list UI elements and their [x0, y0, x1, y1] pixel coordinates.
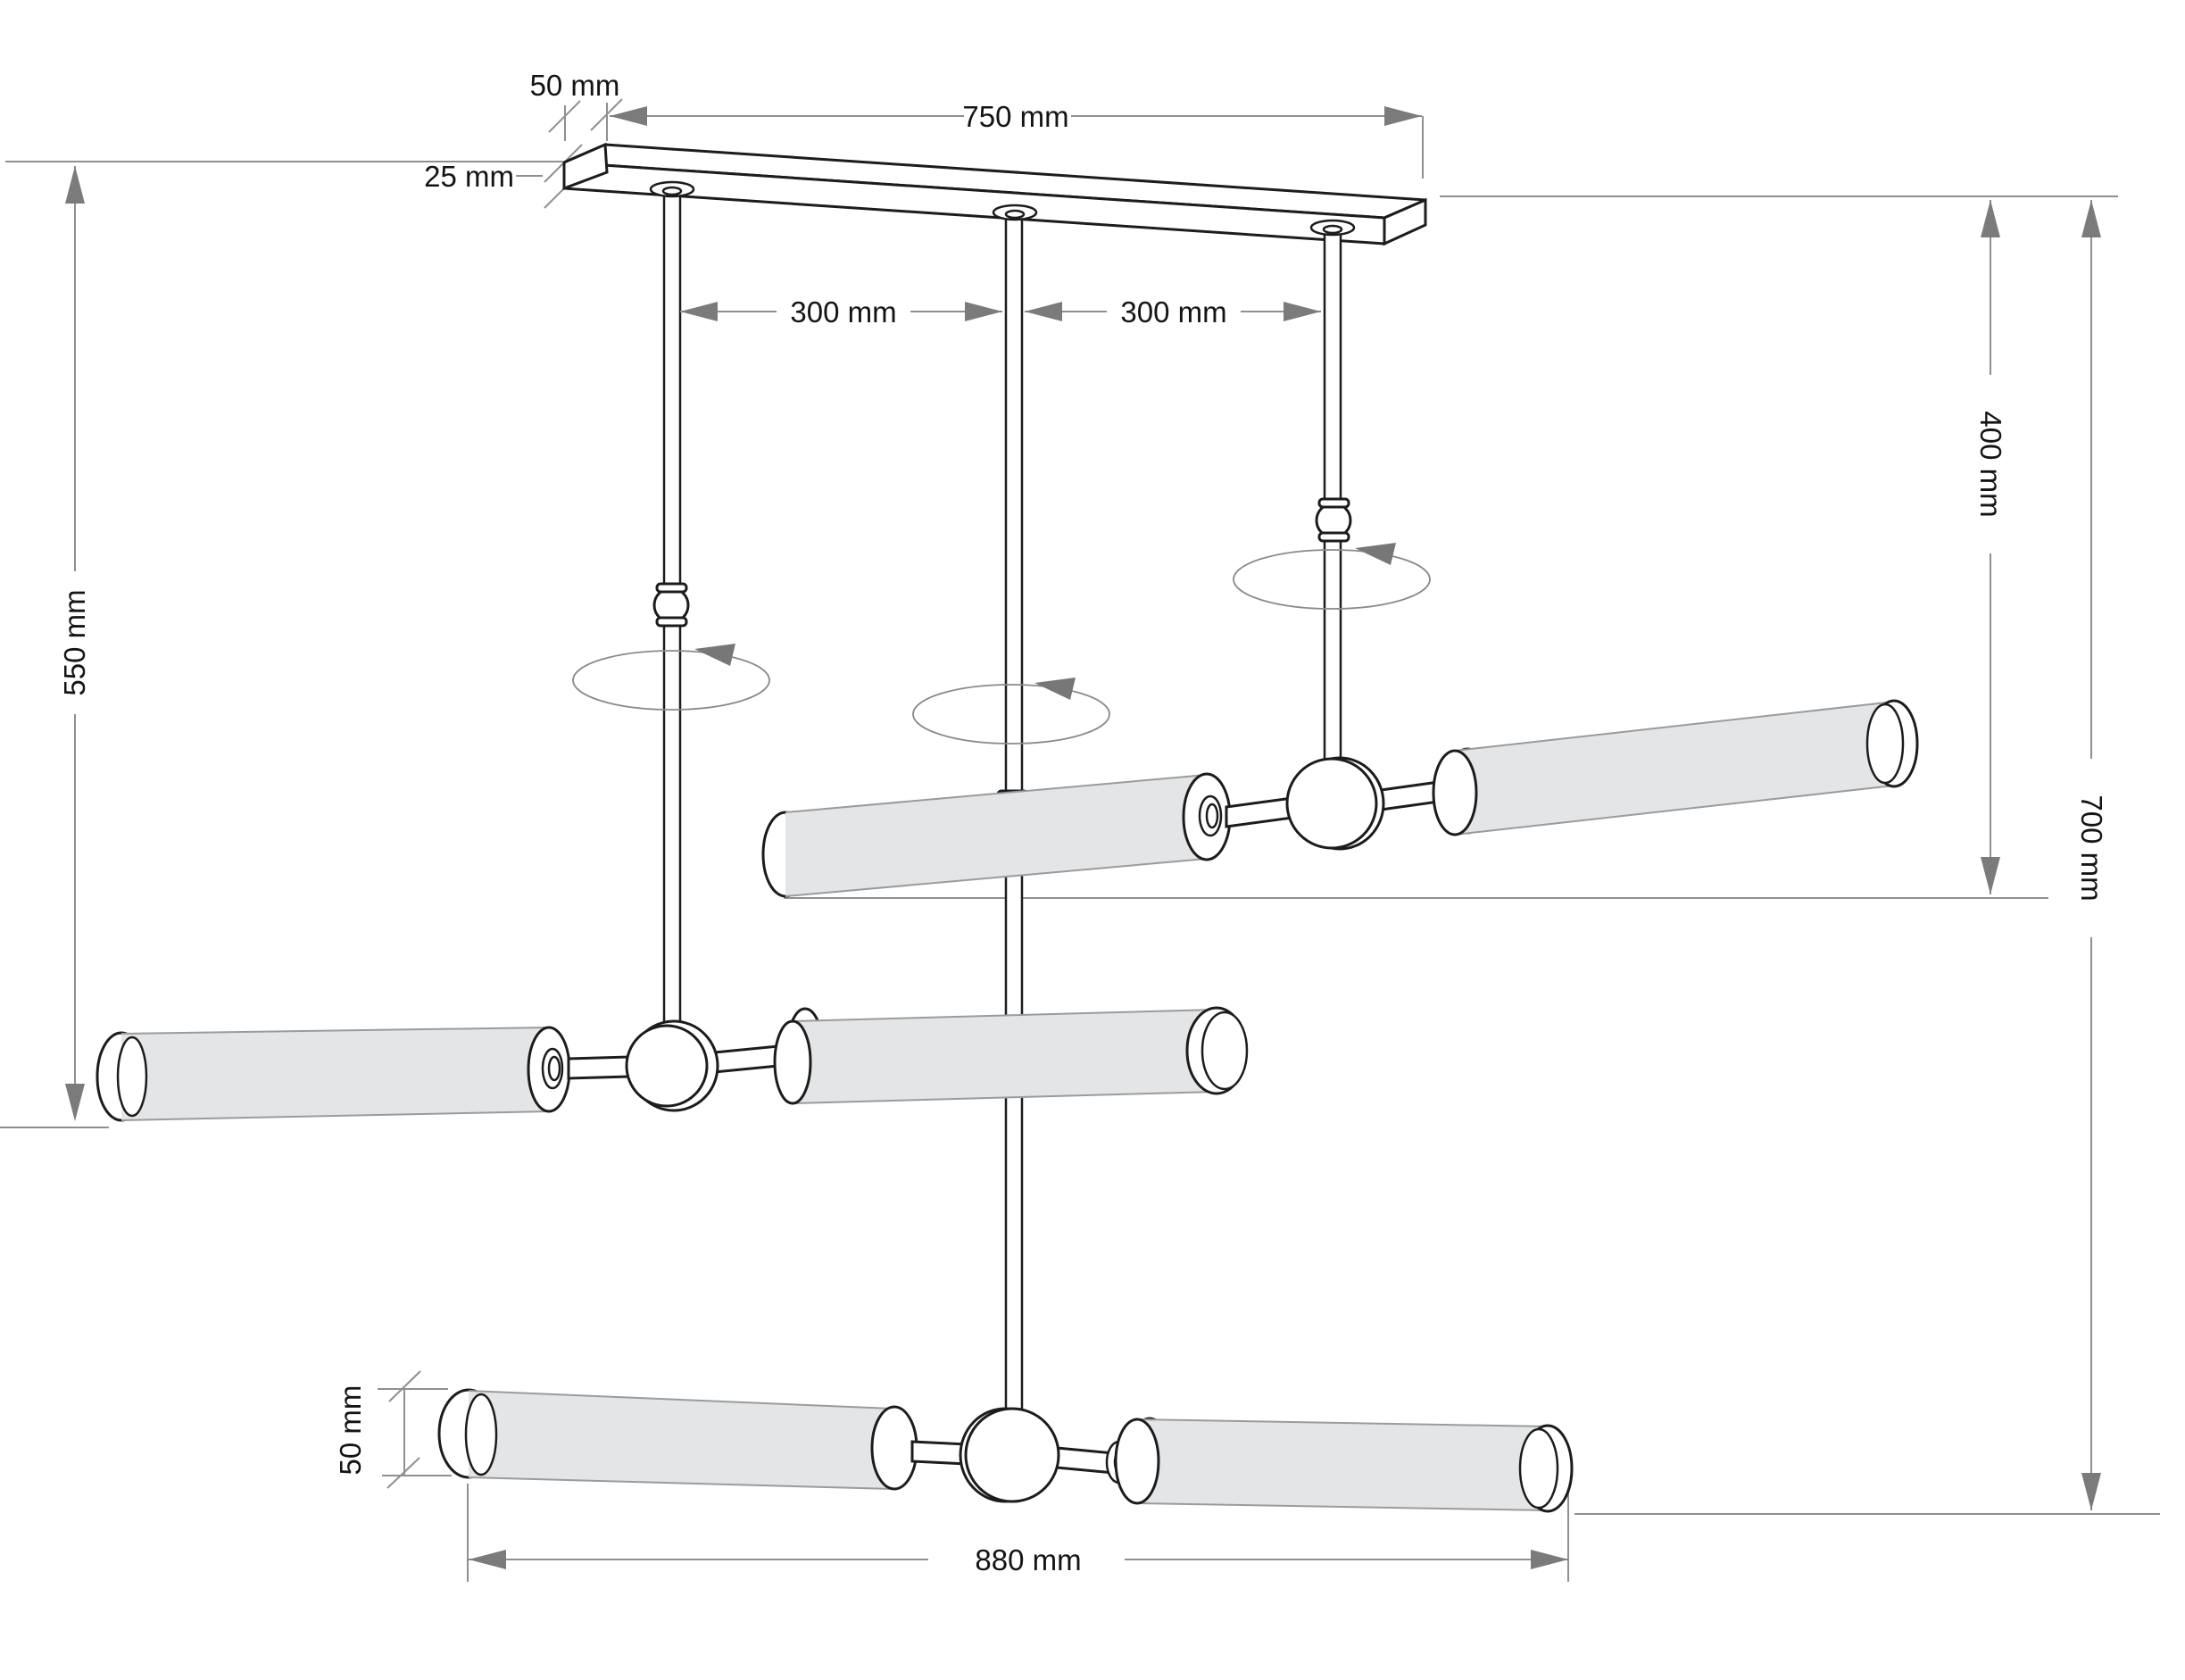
rotation-ellipse-middle [912, 684, 1110, 744]
arrow-down-icon [65, 1084, 85, 1121]
arm-stem [567, 1055, 630, 1080]
arm-stem [1055, 1446, 1116, 1475]
rotation-ellipse-right [1233, 549, 1431, 610]
ceiling-canopy [562, 142, 1427, 246]
tube-inner-cap [1432, 749, 1478, 836]
arm-hub [625, 1024, 709, 1108]
arrow-left-icon [1025, 302, 1062, 321]
label-spacing-right: 300 mm [1120, 295, 1226, 329]
arm-hub [964, 1407, 1060, 1503]
rod-right [1323, 226, 1342, 762]
arm-lower [437, 1388, 1574, 1513]
arrow-right-icon [965, 302, 1002, 321]
arrow-down-icon [2081, 1473, 2101, 1510]
label-canopy-depth: 50 mm [530, 69, 620, 102]
rotation-arrow-icon [694, 644, 735, 666]
tube-inner-cap [1114, 1418, 1160, 1505]
canopy-right-end [1383, 197, 1427, 246]
rotation-ellipse-left [572, 650, 770, 711]
label-drop-left: 550 mm [58, 589, 91, 695]
arrow-right-icon [1284, 302, 1321, 321]
rotation-arrow-icon [1034, 678, 1076, 700]
label-canopy-length: 750 mm [962, 100, 1068, 133]
arrow-left-icon [469, 1550, 506, 1569]
label-drop-upper: 400 mm [1974, 411, 2007, 517]
swivel-joint-right [1315, 497, 1352, 543]
arm-hub [1285, 757, 1378, 850]
arrow-up-icon [65, 166, 85, 204]
arrow-left-icon [610, 106, 647, 126]
arm-middle [96, 1006, 1249, 1122]
label-arm-span: 880 mm [975, 1543, 1081, 1576]
arrow-left-icon [680, 302, 718, 321]
label-drop-total: 700 mm [2075, 794, 2108, 901]
arrow-up-icon [2081, 200, 2101, 237]
canopy-left-end [562, 142, 609, 191]
rotation-indicators [572, 543, 1431, 744]
arm-stem [1225, 796, 1294, 828]
rotation-arrow-icon [1355, 543, 1396, 565]
label-canopy-thickness: 25 mm [424, 160, 514, 193]
arrow-right-icon [1531, 1550, 1568, 1569]
label-spacing-left: 300 mm [790, 295, 896, 329]
dimension-labels: 50 mm 750 mm 25 mm 300 mm 300 mm 550 mm … [58, 69, 2108, 1576]
arrow-down-icon [1981, 857, 2000, 894]
arrow-right-icon [1384, 106, 1422, 126]
dimension-lines [65, 106, 2101, 1569]
arm-upper [761, 699, 1919, 898]
tube-inner-cap [773, 1019, 812, 1105]
tube-inner-cap [870, 1405, 918, 1491]
canopy-holes [649, 180, 1356, 237]
swivel-joint-left [652, 582, 690, 628]
arrow-up-icon [1981, 200, 2000, 237]
label-tube-diameter: 50 mm [334, 1385, 367, 1476]
